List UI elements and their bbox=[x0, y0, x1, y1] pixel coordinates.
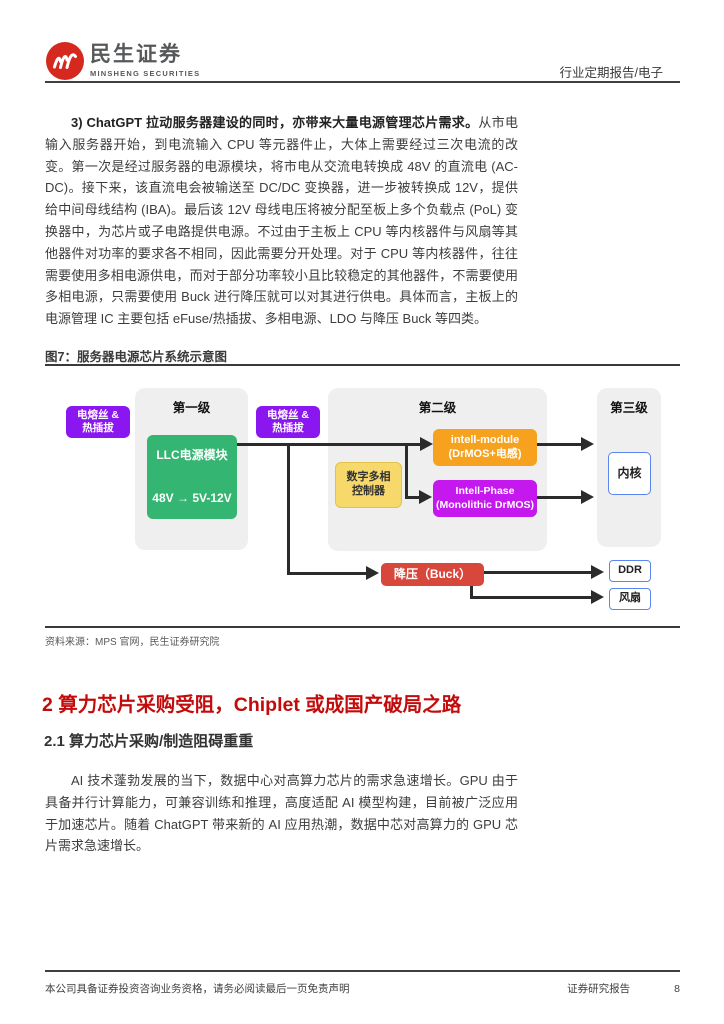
connector-llc-to-module bbox=[237, 443, 423, 446]
section-2-title: 2 算力芯片采购受阻，Chiplet 或成国产破局之路 bbox=[42, 694, 462, 716]
arrowhead-buck-to-fan-icon bbox=[591, 590, 604, 604]
minsheng-logo-icon bbox=[46, 42, 84, 80]
stage-1-label: 第一级 bbox=[172, 401, 211, 415]
connector-buck-to-ddr bbox=[484, 571, 592, 574]
brand-name-cn: 民生证券 bbox=[90, 43, 182, 66]
llc-module-title: LLC电源模块 bbox=[156, 448, 228, 462]
intro-lead-sentence: 3) ChatGPT 拉动服务器建设的同时，亦带来大量电源管理芯片需求。 bbox=[71, 115, 479, 130]
arrowhead-buck-to-ddr-icon bbox=[591, 565, 604, 579]
brand-text: 民生证券 MINSHENG SECURITIES bbox=[90, 42, 201, 79]
figure-source: 资料来源：MPS 官网，民生证券研究院 bbox=[45, 637, 220, 648]
llc-voltage-conversion: 48V → 5V-12V bbox=[152, 491, 232, 505]
arrowhead-module-to-core-icon bbox=[581, 437, 594, 451]
node-core: 内核 bbox=[608, 452, 651, 495]
connector-branch-to-buck-h bbox=[287, 572, 367, 575]
header-divider bbox=[45, 81, 680, 83]
connector-buck-to-fan-v bbox=[470, 586, 473, 599]
section-2-1-paragraph: AI 技术蓬勃发展的当下，数据中心对高算力芯片的需求急速增长。GPU 由于具备并… bbox=[45, 773, 518, 854]
connector-module-to-core bbox=[537, 443, 582, 446]
footer-divider bbox=[45, 970, 680, 972]
connector-branch-to-phase-h bbox=[405, 496, 420, 499]
node-buck-stepdown: 降压（Buck） bbox=[381, 563, 484, 586]
stage-2-label: 第二级 bbox=[418, 401, 457, 415]
node-efuse-hotswap-left: 电熔丝 & 热插拔 bbox=[66, 406, 130, 438]
node-fan: 风扇 bbox=[609, 588, 651, 610]
connector-phase-to-core bbox=[537, 496, 582, 499]
node-intell-module: intell-module (DrMOS+电感) bbox=[433, 429, 537, 466]
intro-paragraph: 3) ChatGPT 拉动服务器建设的同时，亦带来大量电源管理芯片需求。从市电输… bbox=[45, 112, 518, 330]
page-footer: 本公司具备证券投资咨询业务资格，请务必阅读最后一页免责声明 证券研究报告 8 bbox=[45, 981, 680, 996]
node-ddr: DDR bbox=[609, 560, 651, 582]
arrowhead-phase-to-core-icon bbox=[581, 490, 594, 504]
connector-branch-to-phase bbox=[405, 443, 408, 499]
node-efuse-hotswap-mid: 电熔丝 & 热插拔 bbox=[256, 406, 320, 438]
arrowhead-to-buck-icon bbox=[366, 566, 379, 580]
figure-title: 图7：服务器电源芯片系统示意图 bbox=[45, 350, 227, 364]
arrowhead-to-phase-icon bbox=[419, 490, 432, 504]
connector-buck-to-fan-h bbox=[470, 596, 591, 599]
connector-branch-to-buck-v bbox=[287, 443, 290, 575]
footer-right: 证券研究报告 8 bbox=[567, 981, 680, 996]
report-type-label: 行业定期报告/电子 bbox=[559, 66, 663, 80]
figure-title-divider bbox=[45, 364, 680, 366]
node-digital-multiphase-controller: 数字多相 控制器 bbox=[335, 462, 402, 508]
stage-3-label: 第三级 bbox=[610, 401, 648, 415]
node-intell-phase: Intell-Phase (Monolithic DrMOS) bbox=[433, 480, 537, 517]
footer-report-label: 证券研究报告 bbox=[567, 983, 631, 995]
brand-name-en: MINSHENG SECURITIES bbox=[90, 69, 201, 78]
intro-body-text: 从市电输入服务器开始，到电流输入 CPU 等元器件止，大体上需要经过三次电流的改… bbox=[45, 115, 518, 327]
figure-bottom-divider bbox=[45, 626, 680, 628]
footer-disclaimer: 本公司具备证券投资咨询业务资格，请务必阅读最后一页免责声明 bbox=[45, 983, 350, 995]
brand-logo: 民生证券 MINSHENG SECURITIES bbox=[46, 42, 200, 80]
node-llc-power-module: LLC电源模块 48V → 5V-12V bbox=[147, 435, 237, 519]
arrowhead-to-module-icon bbox=[420, 437, 433, 451]
footer-page-number: 8 bbox=[674, 982, 680, 995]
section-2-1-subtitle: 2.1 算力芯片采购/制造阻碍重重 bbox=[44, 733, 254, 750]
